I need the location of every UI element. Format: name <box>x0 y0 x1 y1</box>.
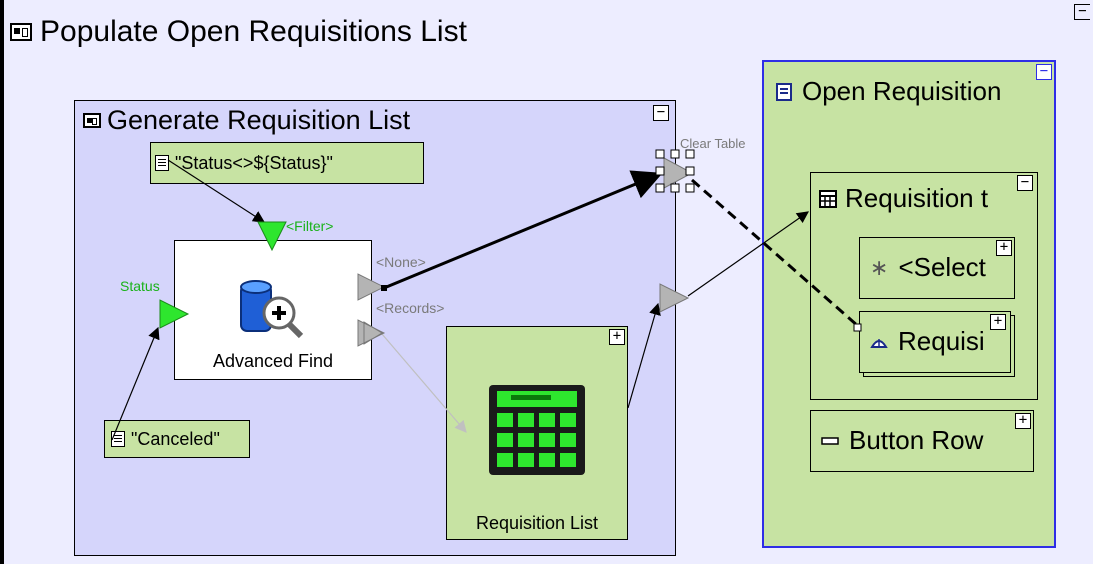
none-port[interactable] <box>357 273 386 301</box>
table-icon <box>489 385 585 475</box>
wire-start-handle[interactable] <box>381 285 387 291</box>
filter-value-node[interactable]: "Status<>${Status}" <box>150 142 424 184</box>
requisition-list-node[interactable]: + Requisition List <box>446 326 628 540</box>
requisition-label: Requisi <box>898 326 985 356</box>
clear-table-selection-handles[interactable] <box>655 149 695 193</box>
record-icon <box>870 338 888 348</box>
canvas-left-border <box>0 0 4 564</box>
requisition-table-title-text: Requisition t <box>845 183 989 213</box>
wire-port-to-table[interactable] <box>687 211 809 297</box>
advanced-find-label: Advanced Find <box>212 351 334 371</box>
window-icon <box>10 23 32 41</box>
requisition-node[interactable]: Requisi + <box>859 311 1011 373</box>
advanced-find-node[interactable]: Advanced Find <box>174 240 372 380</box>
requisition-expand-toggle[interactable]: + <box>990 314 1006 330</box>
wire-filter-to-find[interactable] <box>167 159 266 223</box>
requisition-table-node[interactable]: Requisition t − ∗ <Select + Req <box>810 172 1038 400</box>
records-port-shadow <box>363 321 383 345</box>
select-expand-toggle[interactable]: + <box>996 240 1012 256</box>
generate-title-text: Generate Requisition List <box>107 105 411 135</box>
none-port-label: <None> <box>376 254 426 270</box>
wire-canceled-to-status[interactable] <box>111 326 160 441</box>
wire-clear-table-to-requisition[interactable] <box>691 178 859 328</box>
open-requisitions-collapse-toggle[interactable]: − <box>1036 64 1052 80</box>
wire-records-to-list[interactable] <box>381 333 467 433</box>
open-requisitions-title-text: Open Requisition <box>802 76 1002 106</box>
value-icon <box>155 155 169 171</box>
requisition-table-title: Requisition t <box>819 183 988 214</box>
generate-collapse-toggle[interactable]: − <box>653 105 669 121</box>
select-label: <Select <box>898 252 986 282</box>
filter-port[interactable] <box>257 221 287 252</box>
page-title: Populate Open Requisitions List <box>10 12 467 52</box>
button-row-expand-toggle[interactable]: + <box>1015 413 1031 429</box>
wire-list-to-port[interactable] <box>627 302 661 409</box>
button-row-label: Button Row <box>849 425 984 455</box>
window-icon <box>83 113 101 128</box>
requisition-table-collapse-toggle[interactable]: − <box>1017 175 1033 191</box>
filter-port-label: <Filter> <box>286 218 334 234</box>
records-port[interactable] <box>357 319 386 347</box>
records-port-label: <Records> <box>376 300 445 316</box>
grid-icon <box>819 189 837 208</box>
wire-none-to-clear-table[interactable] <box>383 170 663 290</box>
filter-value-text: "Status<>${Status}" <box>175 152 333 173</box>
database-search-icon <box>240 280 304 339</box>
status-port[interactable] <box>159 299 190 329</box>
page-title-text: Populate Open Requisitions List <box>40 15 467 48</box>
asterisk-icon: ∗ <box>870 254 889 280</box>
requisition-list-out-port[interactable] <box>659 283 690 313</box>
canceled-value-text: "Canceled" <box>131 428 220 449</box>
wire-end-handle[interactable] <box>853 323 862 332</box>
generate-title: Generate Requisition List <box>83 105 410 136</box>
collapse-toggle-top-right[interactable]: − <box>1074 4 1090 20</box>
requisition-list-label: Requisition List <box>475 513 599 533</box>
requisition-list-expand-toggle[interactable]: + <box>609 329 625 345</box>
select-node[interactable]: ∗ <Select + <box>859 237 1015 299</box>
button-row-icon <box>821 436 839 445</box>
button-row-node[interactable]: Button Row + <box>810 410 1034 472</box>
page-icon <box>776 82 792 101</box>
status-port-label: Status <box>120 278 160 294</box>
open-requisitions-container[interactable]: Open Requisition − Requisition t − ∗ <Se… <box>762 60 1056 548</box>
clear-table-label: Clear Table <box>680 136 746 151</box>
open-requisitions-title: Open Requisition <box>774 76 1054 107</box>
